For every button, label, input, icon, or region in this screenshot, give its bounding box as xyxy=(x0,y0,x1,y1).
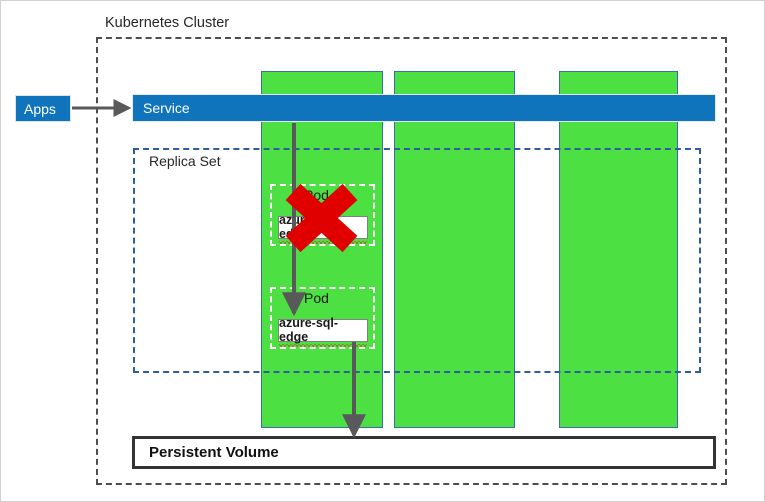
apps-label: Apps xyxy=(24,100,56,117)
container-azure-sql-edge-1: azure-sql-edge xyxy=(278,213,368,244)
pod-label-1: Pod xyxy=(304,187,329,203)
pod-box-2 xyxy=(270,287,375,349)
replica-set-label: Replica Set xyxy=(149,153,221,169)
container-azure-sql-edge-2: azure-sql-edge xyxy=(278,316,368,347)
node-column-3: Node xyxy=(559,71,678,465)
kubernetes-cluster-boundary xyxy=(96,37,727,485)
persistent-volume-label: Persistent Volume xyxy=(149,444,279,461)
container-name-1: azure-sql-edge xyxy=(279,213,367,244)
container-name-2: azure-sql-edge xyxy=(279,316,367,347)
service-bar: Service xyxy=(132,94,716,122)
apps-box: Apps xyxy=(15,95,71,122)
service-label: Service xyxy=(143,100,190,116)
kubernetes-cluster-label: Kubernetes Cluster xyxy=(105,15,230,31)
node-column-1: Node xyxy=(261,71,383,465)
persistent-volume-box: Persistent Volume xyxy=(132,436,716,469)
pod-label-2: Pod xyxy=(304,290,329,306)
replica-set-boundary xyxy=(133,148,701,373)
